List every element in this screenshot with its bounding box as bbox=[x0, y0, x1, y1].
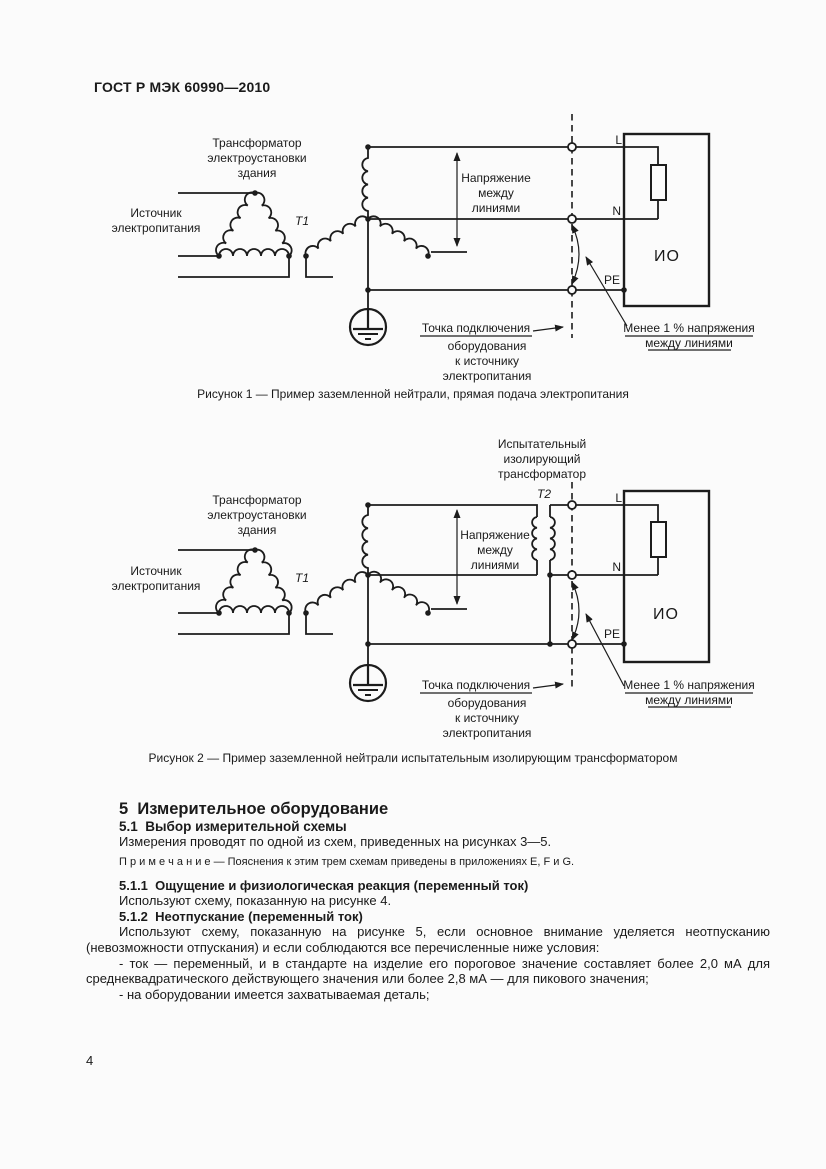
building-transformer-label: электроустановки bbox=[207, 508, 306, 522]
list-item: - на оборудовании имеется захватываемая … bbox=[119, 986, 430, 1002]
section-5-text: 5 Измерительное оборудование 5.1 Выбор и… bbox=[86, 800, 770, 1002]
line-voltage-label: линиями bbox=[471, 558, 520, 572]
earth-ground-symbol bbox=[348, 663, 388, 703]
transformer-t1-label: T1 bbox=[295, 214, 309, 228]
isolating-transformer-winding bbox=[368, 504, 556, 576]
line-voltage-label: Напряжение bbox=[460, 528, 530, 542]
transformer-t1-label: T1 bbox=[295, 571, 309, 585]
connection-ports bbox=[567, 500, 577, 649]
distribution-wires bbox=[367, 504, 659, 665]
neutral-pe-voltage-arrow bbox=[571, 581, 625, 687]
terminal-n-label: N bbox=[612, 560, 621, 574]
section-5-1-1-heading: 5.1.1 Ощущение и физиологическая реакция… bbox=[119, 877, 529, 893]
line-voltage-label: между bbox=[478, 186, 514, 200]
terminal-n-label: N bbox=[612, 204, 621, 218]
page-number: 4 bbox=[86, 1053, 94, 1068]
note-paragraph: П р и м е ч а н и е — Пояснения к этим т… bbox=[119, 855, 575, 868]
building-transformer-label: здания bbox=[238, 166, 277, 180]
building-transformer-label: электроустановки bbox=[207, 151, 306, 165]
transformer-t2-label: T2 bbox=[537, 487, 551, 501]
document-title: ГОСТ Р МЭК 60990—2010 bbox=[94, 79, 271, 95]
connection-ports bbox=[567, 142, 577, 295]
less-than-one-percent-label: между линиями bbox=[645, 336, 733, 350]
less-than-one-percent-label: между линиями bbox=[645, 693, 733, 707]
callout-lines bbox=[420, 681, 753, 708]
supply-lines bbox=[178, 192, 290, 278]
power-source-label: электропитания bbox=[112, 579, 201, 593]
isolating-transformer-label: Испытательный bbox=[498, 437, 586, 451]
equipment-under-test-label: ИО bbox=[653, 606, 679, 623]
figure-1-diagram: Трансформатор электроустановки здания Ис… bbox=[112, 114, 755, 383]
terminal-l-label: L bbox=[615, 491, 622, 505]
wye-winding bbox=[304, 147, 467, 278]
figure-2-diagram: Испытательный изолирующий трансформатор … bbox=[112, 437, 755, 740]
paragraph: Используют схему, показанную на рисунке … bbox=[86, 924, 770, 955]
delta-winding bbox=[215, 191, 293, 257]
equipment-under-test-label: ИО bbox=[654, 248, 680, 265]
terminal-l-label: L bbox=[615, 133, 622, 147]
terminal-pe-label: PE bbox=[604, 627, 620, 641]
callout-lines bbox=[420, 324, 753, 351]
line-voltage-label: между bbox=[477, 543, 513, 557]
delta-winding bbox=[215, 548, 293, 614]
section-5-1-2-heading: 5.1.2 Неотпускание (переменный ток) bbox=[119, 908, 363, 924]
wye-winding bbox=[304, 505, 467, 635]
terminal-pe-label: PE bbox=[604, 273, 620, 287]
connection-point-label: Точка подключения bbox=[422, 321, 530, 335]
load-resistor bbox=[650, 164, 667, 201]
building-transformer-label: Трансформатор bbox=[212, 493, 302, 507]
line-voltage-label: линиями bbox=[472, 201, 521, 215]
paragraph: Используют схему, показанную на рисунке … bbox=[119, 893, 392, 909]
earth-ground-symbol bbox=[348, 307, 388, 347]
junction-dots bbox=[216, 502, 627, 647]
less-than-one-percent-label: Менее 1 % напряжения bbox=[623, 321, 755, 335]
section-5-heading: 5 Измерительное оборудование bbox=[119, 800, 389, 818]
connection-point-label: оборудования bbox=[448, 696, 527, 710]
load-resistor bbox=[650, 521, 667, 558]
junction-dots bbox=[216, 144, 627, 293]
connection-point-label: Точка подключения bbox=[422, 678, 530, 692]
power-source-label: Источник bbox=[130, 564, 182, 578]
building-transformer-label: здания bbox=[238, 523, 277, 537]
equipment-under-test-box bbox=[622, 132, 711, 308]
equipment-under-test-box bbox=[622, 489, 711, 664]
connection-point-label: к источнику bbox=[455, 711, 519, 725]
isolating-transformer-label: трансформатор bbox=[498, 467, 586, 481]
neutral-pe-voltage-arrow bbox=[571, 224, 628, 327]
power-source-label: Источник bbox=[130, 206, 182, 220]
section-5-1-heading: 5.1 Выбор измерительной схемы bbox=[119, 819, 347, 834]
connection-point-label: оборудования bbox=[448, 339, 527, 353]
less-than-one-percent-label: Менее 1 % напряжения bbox=[623, 678, 755, 692]
figure-2-caption: Рисунок 2 — Пример заземленной нейтрали … bbox=[148, 751, 678, 765]
connection-point-label: к источнику bbox=[455, 354, 519, 368]
building-transformer-label: Трансформатор bbox=[212, 136, 302, 150]
supply-lines bbox=[178, 549, 290, 635]
list-item: - ток — переменный, и в стандарте на изд… bbox=[86, 955, 770, 987]
power-source-label: электропитания bbox=[112, 221, 201, 235]
paragraph: Измерения проводят по одной из схем, при… bbox=[119, 834, 552, 849]
figure-1-caption: Рисунок 1 — Пример заземленной нейтрали,… bbox=[197, 387, 629, 401]
isolating-transformer-label: изолирующий bbox=[503, 452, 580, 466]
line-voltage-label: Напряжение bbox=[461, 171, 531, 185]
connection-point-label: электропитания bbox=[443, 369, 532, 383]
connection-point-label: электропитания bbox=[443, 726, 532, 740]
distribution-wires bbox=[367, 146, 659, 309]
